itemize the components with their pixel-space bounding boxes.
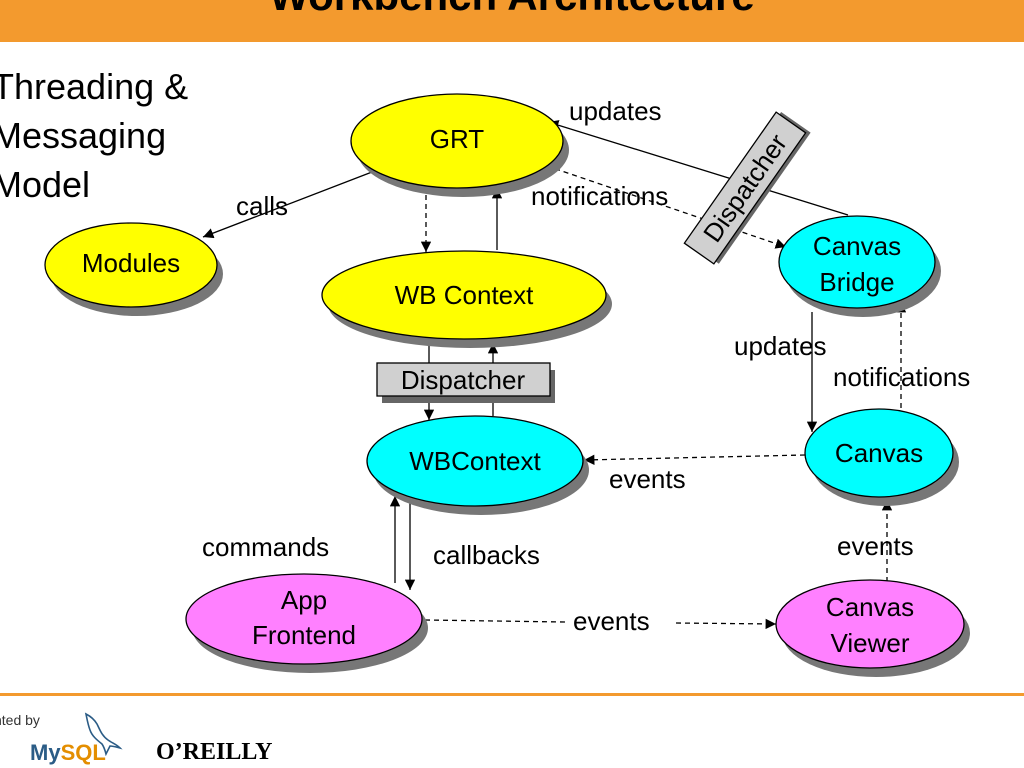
wb-context-core-node [321, 250, 607, 340]
app-frontend-node [185, 573, 423, 665]
label-events-canvas-wbcontext: events [609, 464, 686, 494]
canvas-viewer-label-1: Canvas [826, 592, 914, 622]
label-events-viewer-canvas: events [837, 531, 914, 561]
modules-node [44, 222, 218, 308]
diagram-subtitle: Threading & Messaging Model [0, 62, 188, 209]
dispatcher-middle-label: Dispatcher [401, 365, 526, 395]
canvas-viewer-node [775, 579, 965, 669]
mysql-logo: MySQL [30, 740, 106, 766]
oreilly-logo: O’REILLY [156, 739, 273, 765]
architecture-diagram: Dispatcher Dispatcher GRT Modules WB Con… [44, 93, 970, 677]
mysql-dolphin-icon [84, 712, 123, 756]
canvas-viewer-label-2: Viewer [830, 628, 909, 658]
footer-presented-by: nted by [0, 712, 40, 728]
subtitle-line-2: Messaging [0, 115, 167, 156]
edge-events-frontend-viewer-end [675, 618, 777, 630]
label-commands: commands [202, 532, 329, 562]
label-notifications-grt: notifications [531, 181, 668, 211]
label-notifications-canvas: notifications [833, 362, 970, 392]
modules-label: Modules [82, 248, 180, 278]
subtitle-line-3: Model [0, 164, 91, 205]
label-callbacks: callbacks [433, 540, 540, 570]
edge-notifications-grt [537, 162, 787, 249]
edge-updates-grt [547, 120, 849, 216]
canvas-bridge-node [778, 215, 936, 309]
dispatcher-rotated-label: Dispatcher [697, 128, 793, 247]
wb-context-core-label: WB Context [395, 280, 534, 310]
page-title: Workbench Architecture [0, 0, 1024, 20]
mysql-logo-my: My [30, 740, 61, 765]
grt-label: GRT [430, 124, 485, 154]
label-events-frontend-viewer: events [573, 606, 650, 636]
subtitle-line-1: Threading & [0, 66, 189, 107]
label-calls: calls [236, 191, 288, 221]
mysql-logo-sql: SQL [60, 740, 106, 765]
edge-events-canvas-wbcontext [583, 454, 806, 465]
canvas-bridge-label-2: Bridge [819, 267, 894, 297]
label-updates-canvas: updates [734, 331, 827, 361]
dispatcher-middle-box [376, 362, 551, 397]
edge-events-frontend-viewer [424, 619, 566, 623]
canvas-bridge-label-1: Canvas [813, 231, 901, 261]
edge-calls [202, 171, 373, 239]
wbcontext-bridge-label: WBContext [409, 446, 541, 476]
label-updates-grt: updates [569, 96, 662, 126]
dispatcher-rotated-box [683, 111, 807, 265]
title-bar: Workbench Architecture [0, 0, 1024, 42]
grt-node [350, 93, 564, 189]
footer-divider [0, 693, 1024, 696]
canvas-label: Canvas [835, 438, 923, 468]
app-frontend-label-1: App [281, 585, 327, 615]
wbcontext-bridge-node [366, 415, 584, 507]
canvas-node [804, 408, 954, 498]
app-frontend-label-2: Frontend [252, 620, 356, 650]
